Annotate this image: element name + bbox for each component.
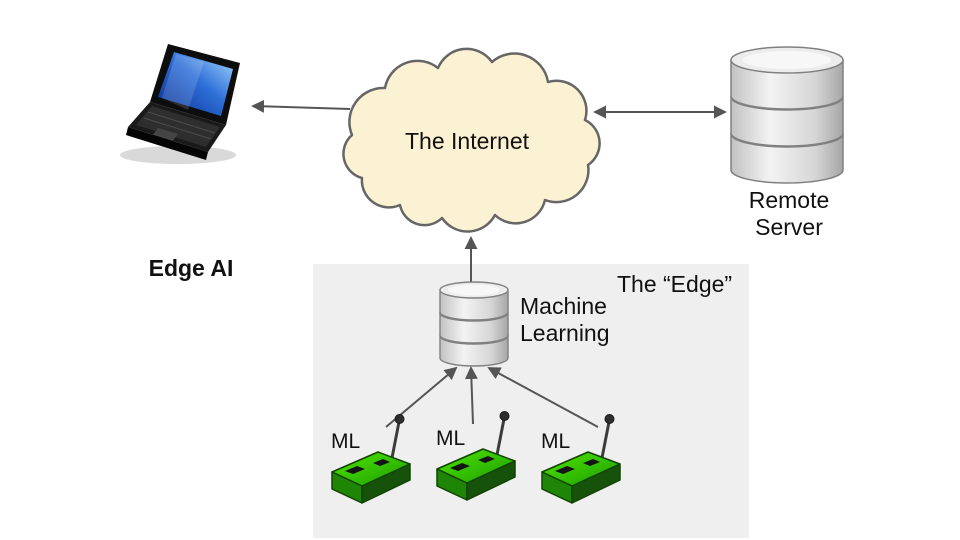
device3-label: ML — [541, 430, 570, 453]
laptop-screen-glare — [162, 54, 204, 110]
internet-label: The Internet — [405, 128, 530, 154]
device1-label: ML — [331, 430, 360, 453]
laptop-trackpad — [152, 128, 178, 142]
edge-ai-label: Edge AI — [149, 255, 234, 281]
laptop-keyboard — [136, 106, 220, 147]
arrow-cloud-to-laptop — [251, 99, 351, 113]
ml-database-icon — [439, 281, 509, 367]
ml-db-label-line1: Machine — [520, 293, 607, 319]
arrow-device2-to-mldb — [464, 366, 478, 425]
device2-label: ML — [436, 427, 465, 450]
ml-db-label-line2: Learning — [520, 320, 610, 346]
edge-zone-label: The “Edge” — [617, 271, 732, 297]
laptop-icon — [120, 44, 240, 164]
internet-cloud-icon — [342, 47, 601, 233]
remote-server-icon — [730, 46, 844, 184]
laptop-base-edge — [126, 127, 208, 160]
remote-server-label-line2: Server — [755, 214, 823, 240]
laptop-screen — [158, 52, 233, 116]
remote-server-label-line1: Remote — [749, 187, 830, 213]
arrow-device3-to-mldb — [487, 367, 599, 428]
